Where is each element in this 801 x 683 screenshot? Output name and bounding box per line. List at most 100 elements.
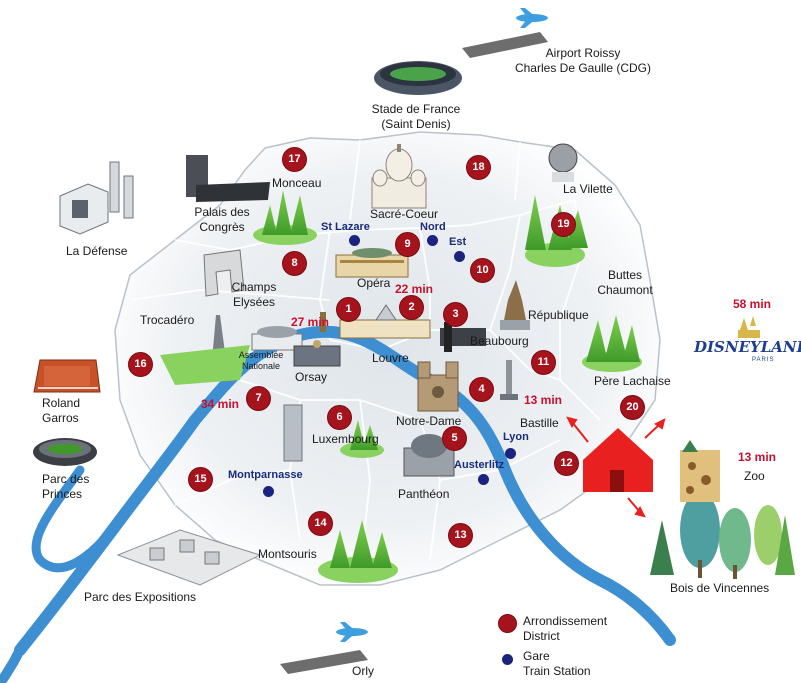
time-bastille: 13 min [524,393,563,407]
arrondissement-marker: 14 [308,511,333,536]
label-champs-elysees: Champs Elysées [231,280,277,309]
opera-icon [335,248,409,278]
arrondissement-marker: 8 [282,251,307,276]
label-pantheon: Panthéon [398,487,450,501]
arrondissement-marker: 3 [443,302,468,327]
plane-icon-cdg [516,8,548,28]
time-opera: 22 min [395,282,434,296]
arrondissement-marker: 16 [128,352,153,377]
label-sacre-coeur: Sacré-Coeur [370,207,439,221]
arc-triomphe-icon [203,249,245,297]
plane-icon-orly [336,622,368,642]
legend-gare-swatch [502,654,513,665]
label-notre-dame: Notre-Dame [396,414,462,428]
station-label-st-lazare: St Lazare [321,221,370,233]
time-champs: 27 min [291,315,330,329]
arrondissement-marker: 9 [395,232,420,257]
time-disney: 58 min [733,297,772,311]
republique-icon [500,280,530,330]
pantheon-icon [403,434,455,477]
label-la-vilette: La Vilette [563,182,613,196]
arrondissement-marker: 15 [188,467,213,492]
arrondissement-marker: 6 [327,405,352,430]
stade-icon [374,61,462,95]
station-label-est: Est [449,236,467,248]
label-stade-de-france: Stade de France (Saint Denis) [371,102,461,131]
river-loop [31,465,125,573]
arrondissement-marker: 2 [399,295,424,320]
sacre-coeur-icon [371,144,427,209]
parc-princes-icon [33,438,97,466]
station-label-montparnasse: Montparnasse [228,469,303,481]
label-roland-garros: Roland Garros [42,396,81,425]
station-dot-nord [427,235,438,246]
geode-icon [548,143,578,182]
disneyland-logo: DISNEYLAND [694,338,801,356]
label-republique: République [528,308,589,322]
station-label-austerlitz: Austerlitz [454,459,505,471]
arrondissement-marker: 10 [470,258,495,283]
montparnasse-tower-icon [283,404,303,462]
station-dot-montparnasse [263,486,274,497]
label-palais-congres: Palais des Congrès [194,205,250,234]
beaubourg-icon [440,322,486,352]
arrondissement-marker: 19 [551,212,576,237]
home-icon [583,428,653,492]
home-arrows [566,416,666,518]
river-seine [14,325,676,656]
disney-castle-icon [738,316,760,338]
label-luxembourg: Luxembourg [312,432,379,446]
label-bois-vincennes: Bois de Vincennes [670,581,770,595]
orsay-icon [293,340,341,367]
label-monceau: Monceau [272,176,322,190]
arrondissement-marker: 1 [336,297,361,322]
label-bastille: Bastille [520,416,559,430]
arrondissement-marker: 12 [554,451,579,476]
park-luxembourg [340,420,384,458]
assemblee-icon [251,326,303,351]
legend-arrondissement-swatch [498,614,517,633]
label-pere-lachaise: Père Lachaise [594,374,671,388]
arrondissement-marker: 5 [442,426,467,451]
station-dot-austerlitz [478,474,489,485]
legend-gare-label: Gare Train Station [523,649,591,678]
la-defense-icon [59,161,134,235]
park-pere-lachaise [582,315,642,372]
park-trocadero [160,345,250,385]
legend: Arrondissement District Gare Train Stati… [498,612,658,680]
disneyland-logo-sub: PARIS [752,357,775,363]
label-orly: Orly [352,664,374,678]
label-buttes-chaumont: Buttes Chaumont [597,268,653,297]
bastille-column-icon [500,360,518,400]
arrondissement-marker: 20 [620,395,645,420]
label-la-defense: La Défense [66,244,128,258]
notre-dame-icon [417,361,459,412]
bois-vincennes-icon [650,492,795,579]
arrondissement-marker: 11 [531,350,556,375]
station-label-lyon: Lyon [503,431,529,443]
arrondissement-marker: 17 [282,147,307,172]
time-eiffel: 34 min [201,397,240,411]
arrondissement-marker: 4 [469,377,494,402]
station-dot-lyon [505,448,516,459]
label-airport-cdg: Airport Roissy Charles De Gaulle (CDG) [514,46,652,75]
label-montsouris: Montsouris [258,547,317,561]
louvre-icon [320,304,431,339]
label-parc-princes: Parc des Princes [42,472,90,501]
orly-runway [280,650,368,674]
label-zoo: Zoo [744,469,765,483]
label-beaubourg: Beaubourg [470,334,529,348]
palais-congres-icon [186,155,270,202]
station-dot-est [454,251,465,262]
station-label-nord: Nord [420,221,446,233]
label-assemblee-nationale: Assemblée Nationale [238,350,284,371]
time-zoo: 13 min [738,450,777,464]
station-dot-st-lazare [349,235,360,246]
label-louvre: Louvre [372,351,409,365]
arrondissement-marker: 18 [466,155,491,180]
arrondissement-marker: 13 [448,523,473,548]
parc-expositions-icon [116,529,262,586]
arrondissement-marker: 7 [246,386,271,411]
